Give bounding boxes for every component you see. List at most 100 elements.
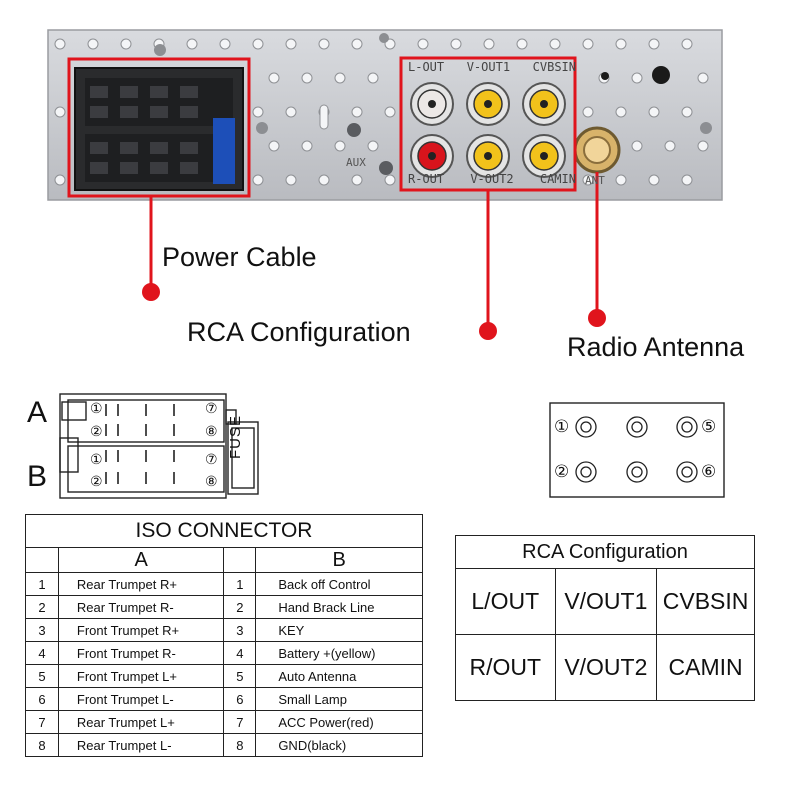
rca-cell-cvbsin: CVBSIN	[656, 568, 755, 635]
rca-pin-6: ⑥	[701, 462, 717, 481]
hole-icon	[652, 66, 670, 84]
vent-holes	[54, 38, 709, 186]
rca-cell-r-out: R/OUT	[455, 634, 556, 701]
row-value-b: Auto Antenna	[255, 664, 423, 688]
power-cable-dot	[142, 283, 160, 301]
rca-jack-cvbsin-icon	[522, 82, 566, 126]
antenna-label: ANT	[585, 174, 605, 187]
screw-icon	[154, 44, 166, 56]
screw-icon	[700, 122, 712, 134]
antenna-dot	[588, 309, 606, 327]
row-value-b: GND(black)	[255, 733, 423, 757]
row-number-b: 1	[223, 572, 257, 596]
row-number-a: 5	[25, 664, 59, 688]
row-value-a: Rear Trumpet L+	[57, 710, 225, 734]
pin-2-a: ②	[90, 423, 103, 439]
row-value-b: ACC Power(red)	[255, 710, 423, 734]
row-value-a: Front Trumpet R-	[57, 641, 225, 665]
rca-jack-camin-icon	[522, 134, 566, 178]
row-value-b: Back off Control	[255, 572, 423, 596]
power-cable-highlight	[67, 57, 251, 198]
row-value-a: Front Trumpet L+	[57, 664, 225, 688]
row-number-b: 5	[223, 664, 257, 688]
row-number-b: 4	[223, 641, 257, 665]
row-value-b: KEY	[255, 618, 423, 642]
row-value-b: Hand Brack Line	[255, 595, 423, 619]
pin-2-b: ②	[90, 473, 103, 489]
hole-icon	[601, 72, 609, 80]
screw-icon	[347, 123, 361, 137]
pin-1-b: ①	[90, 451, 103, 467]
rca-jack-group	[410, 82, 566, 178]
iso-label-a: A	[27, 396, 48, 429]
rca-cell-camin: CAMIN	[656, 634, 755, 701]
radio-antenna-label: Radio Antenna	[567, 332, 745, 362]
row-number-a: 6	[25, 687, 59, 711]
screw-icon	[379, 161, 393, 175]
rca-dot	[479, 322, 497, 340]
row-value-a: Front Trumpet L-	[57, 687, 225, 711]
jack-label-v-out2: V-OUT2	[470, 172, 514, 186]
row-number-a: 1	[25, 572, 59, 596]
screw-icon	[256, 122, 268, 134]
screw-icon	[379, 33, 389, 43]
rca-configuration-table: RCA Configuration L/OUT V/OUT1 CVBSIN R/…	[455, 535, 755, 701]
rca-pin-2: ②	[554, 462, 570, 481]
rca-jack-v-out2-icon	[466, 134, 510, 178]
jack-label-cvbsin: CVBSIN	[532, 60, 576, 74]
pin-8-b: ⑧	[205, 473, 218, 489]
rca-table-title: RCA Configuration	[455, 535, 755, 569]
aux-label: AUX	[346, 156, 366, 169]
row-number-a: 4	[25, 641, 59, 665]
row-value-b: Small Lamp	[255, 687, 423, 711]
jack-label-v-out1: V-OUT1	[466, 60, 511, 74]
iso-header-b: B	[255, 547, 423, 573]
rca-cell-v-out2: V/OUT2	[554, 634, 658, 701]
row-value-a: Rear Trumpet L-	[57, 733, 225, 757]
rca-cell-v-out1: V/OUT1	[554, 568, 658, 635]
pin-7-b: ⑦	[205, 451, 218, 467]
iso-table-blank	[223, 547, 257, 573]
iso-table-title: ISO CONNECTOR	[25, 514, 423, 548]
row-number-a: 2	[25, 595, 59, 619]
jack-label-r-out: R-OUT	[408, 172, 445, 186]
jack-label-bottom-row: R-OUT V-OUT2 CAMIN	[408, 172, 576, 186]
row-value-b: Battery +(yellow)	[255, 641, 423, 665]
iso-table-blank	[25, 547, 59, 573]
jack-label-top-row: L-OUT V-OUT1 CVBSIN	[408, 60, 576, 74]
row-number-b: 6	[223, 687, 257, 711]
row-number-a: 8	[25, 733, 59, 757]
iso-connector-diagram	[59, 393, 259, 499]
iso-label-b: B	[27, 460, 48, 493]
pin-7-a: ⑦	[205, 400, 218, 416]
fuse-label: FUSE	[227, 414, 244, 459]
row-number-a: 3	[25, 618, 59, 642]
slot-icon	[319, 104, 329, 130]
power-cable-label: Power Cable	[162, 242, 317, 272]
row-value-a: Rear Trumpet R+	[57, 572, 225, 596]
row-number-b: 3	[223, 618, 257, 642]
rca-cell-l-out: L/OUT	[455, 568, 556, 635]
row-number-b: 2	[223, 595, 257, 619]
rca-jack-l-out-icon	[410, 82, 454, 126]
rca-pin-5: ⑤	[701, 417, 717, 436]
row-number-b: 8	[223, 733, 257, 757]
jack-label-l-out: L-OUT	[408, 60, 445, 74]
row-value-a: Front Trumpet R+	[57, 618, 225, 642]
rear-panel-diagram	[47, 29, 723, 340]
rca-configuration-label: RCA Configuration	[187, 317, 411, 347]
rca-jack-r-out-icon	[410, 134, 454, 178]
rca-pin-1: ①	[554, 417, 570, 436]
row-number-b: 7	[223, 710, 257, 734]
iso-header-a: A	[57, 547, 225, 573]
pin-8-a: ⑧	[205, 423, 218, 439]
